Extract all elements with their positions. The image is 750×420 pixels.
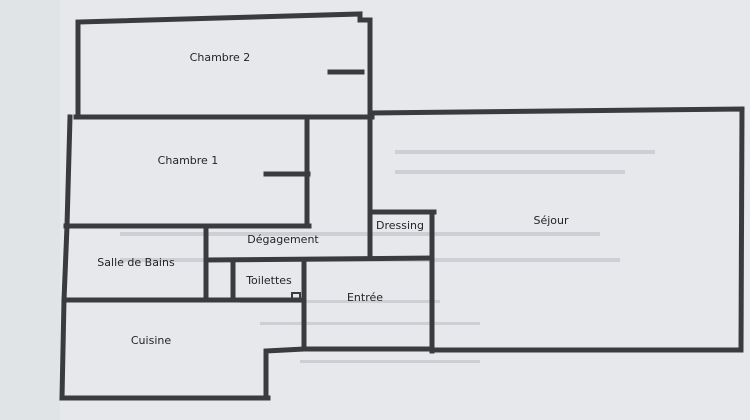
room-label-chambre2: Chambre 2 [190, 51, 251, 64]
room-label-sejour: Séjour [533, 214, 569, 227]
wall-cuisine-right [263, 346, 307, 401]
room-label-toilettes: Toilettes [245, 274, 292, 287]
room-label-dressing: Dressing [376, 219, 424, 232]
walls [59, 11, 745, 401]
wall-chambre2-outline [75, 11, 373, 120]
room-label-cuisine: Cuisine [131, 334, 171, 347]
room-label-entree: Entrée [347, 291, 383, 304]
room-label-chambre1: Chambre 1 [158, 154, 219, 167]
wall-sejour-outline [367, 106, 745, 353]
paper-fold-shade [0, 0, 60, 420]
wall-left-middle [61, 223, 70, 303]
wall-degagement-bottom [203, 255, 435, 263]
wall-left-lower [59, 297, 67, 401]
room-label-degagement: Dégagement [247, 233, 319, 246]
room-label-salle-de-bains: Salle de Bains [97, 256, 175, 269]
wall-left-upper [64, 114, 73, 229]
